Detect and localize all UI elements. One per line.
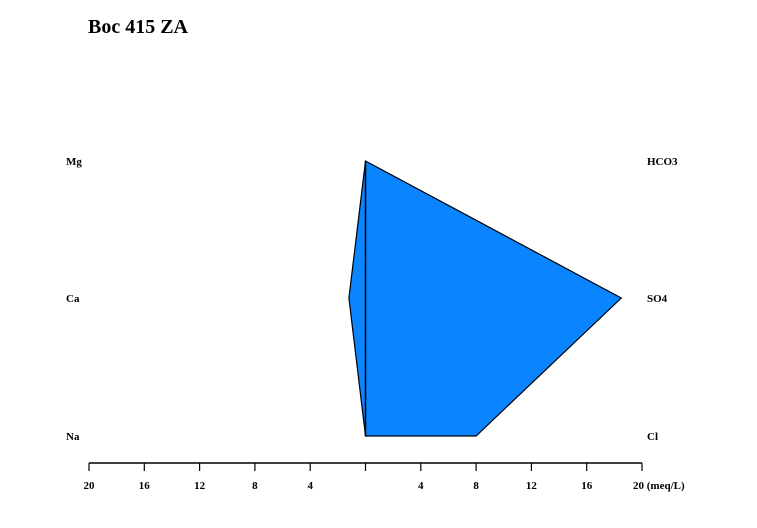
x-tick-label: 8	[252, 480, 258, 492]
anion-label: SO4	[647, 293, 668, 305]
x-tick-label: 12	[194, 480, 206, 492]
x-tick-label: 4	[307, 480, 313, 492]
anion-label: HCO3	[647, 156, 678, 168]
x-tick-label: 4	[418, 480, 424, 492]
x-tick-label: 16	[139, 480, 151, 492]
x-tick-label: 8	[473, 480, 479, 492]
cation-label: Mg	[66, 156, 82, 168]
chart-title: Boc 415 ZA	[88, 16, 188, 38]
ion-polygon	[348, 160, 623, 437]
x-tick-label: 20 (meq/L)	[633, 480, 685, 492]
cation-label: Na	[66, 431, 80, 443]
x-tick-label: 12	[526, 480, 538, 492]
x-tick-label: 16	[581, 480, 593, 492]
x-tick-label: 20	[84, 480, 96, 492]
anion-label: Cl	[647, 431, 658, 443]
cation-label: Ca	[66, 293, 80, 305]
